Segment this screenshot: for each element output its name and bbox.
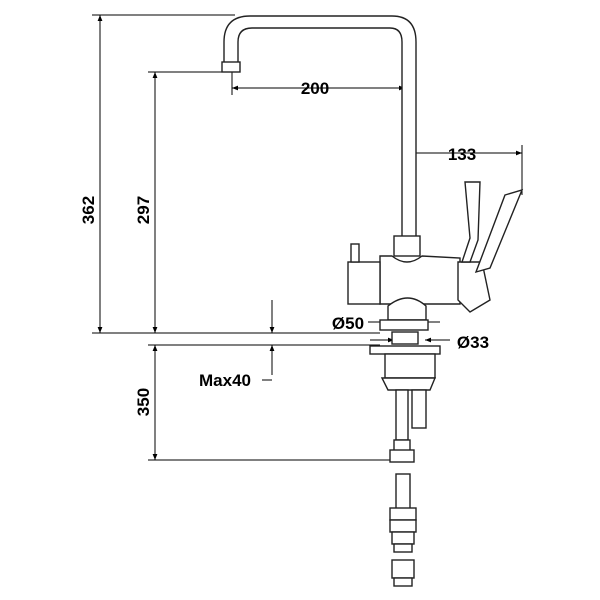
faucet-outline — [221, 15, 524, 587]
label-spout-reach: 200 — [301, 79, 329, 98]
label-spout-height: 297 — [134, 196, 153, 224]
label-total-height: 362 — [79, 196, 98, 224]
label-max-thickness: Max40 — [199, 371, 251, 390]
label-base-diameter: Ø50 — [332, 314, 364, 333]
dimension-lines — [97, 15, 522, 460]
label-hose-length: 350 — [134, 388, 153, 416]
label-shank-diameter: Ø33 — [457, 333, 489, 352]
label-handle-reach: 133 — [448, 145, 476, 164]
